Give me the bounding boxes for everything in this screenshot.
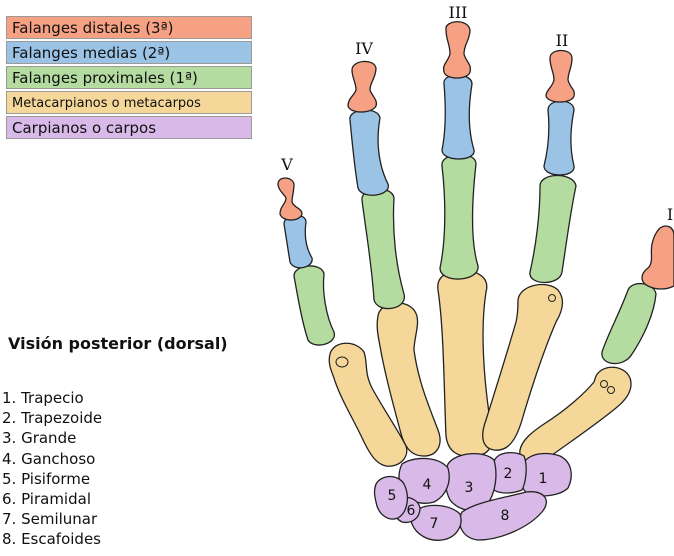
distal-phalanx-iv (348, 61, 376, 112)
middle-phalanx-ii (544, 101, 574, 175)
proximal-phalanx-v (294, 266, 334, 345)
carpal-number-1: 1 (539, 471, 548, 487)
carpal-number-4: 4 (423, 477, 432, 493)
finger-numeral-i: I (667, 205, 673, 224)
carpal-number-2: 2 (504, 466, 513, 482)
finger-ii (483, 51, 576, 451)
middle-phalanx-v (284, 215, 312, 267)
carpal-number-6: 6 (407, 503, 416, 519)
sesamoid-v (336, 357, 348, 367)
proximal-phalanx-iii (440, 154, 478, 279)
sesamoid-i-b (608, 387, 615, 394)
distal-phalanx-v (278, 178, 302, 220)
sesamoid-ii (549, 295, 556, 302)
proximal-phalanx-ii (530, 176, 576, 283)
distal-phalanx-iii (444, 22, 471, 78)
distal-phalanx-i (642, 226, 674, 289)
finger-numeral-ii: II (556, 31, 569, 50)
finger-numeral-iv: IV (355, 39, 373, 58)
finger-numeral-iii: III (449, 3, 468, 22)
carpal-group: 1 2 3 4 5 6 7 8 (375, 453, 572, 541)
carpal-number-8: 8 (501, 508, 510, 524)
sesamoid-i-a (601, 381, 608, 388)
carpal-number-5: 5 (388, 488, 397, 504)
distal-phalanx-ii (546, 51, 574, 103)
carpal-number-7: 7 (430, 516, 439, 532)
middle-phalanx-iv (350, 110, 388, 195)
proximal-phalanx-iv (362, 189, 404, 308)
metacarpal-i (520, 367, 631, 463)
carpal-number-3: 3 (465, 480, 474, 496)
proximal-phalanx-i (602, 284, 656, 364)
finger-numeral-v: V (280, 155, 293, 174)
finger-iii (438, 22, 492, 457)
middle-phalanx-iii (442, 75, 474, 159)
